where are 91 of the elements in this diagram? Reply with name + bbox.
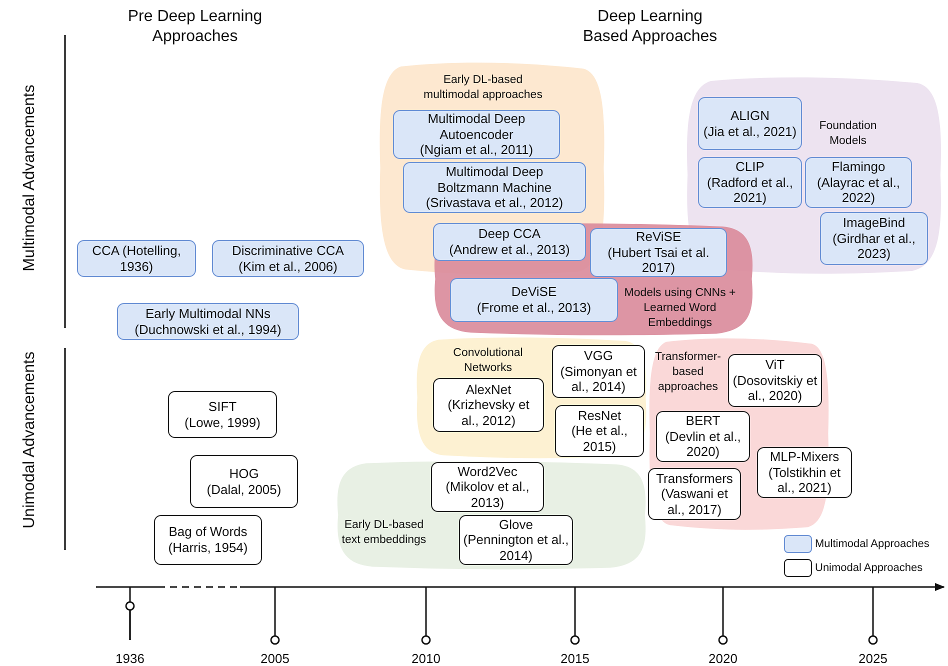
multimodal-method-box [805,157,912,208]
region-label: Foundation Models [818,119,878,149]
method-name: BERT [686,413,720,429]
column-heading: Pre Deep Learning Approaches [126,7,264,47]
method-name: Flamingo [832,159,886,175]
year-label: 2020 [708,651,738,666]
method-name: CCA (Hotelling, 1936) [91,242,182,274]
region-label: Early DL-based multimodal approaches [422,73,544,103]
method-name: VGG [584,348,613,364]
column-heading: Deep Learning Based Approaches [582,7,718,47]
citation: (Tolstikhin et al., 2021) [767,464,842,496]
citation: (Mikolov et al., 2013) [444,479,530,510]
method-name: HOG [229,466,259,482]
shaded-region [415,336,648,459]
multimodal-method-box [117,303,299,340]
multimodal-method-box [450,278,618,322]
unimodal-method-box [757,447,852,498]
method-name: AlexNet [466,382,512,398]
method-name: ImageBind [842,215,906,231]
method-name: SIFT [208,398,237,414]
citation: (Dalal, 2005) [206,482,282,498]
citation: (Simonyan et al., 2014) [559,364,638,395]
region-label: Convolutional Networks [452,346,524,376]
method-name: CLIP [736,159,764,175]
year-label: 2010 [410,651,442,666]
method-name: ReViSE [636,229,682,245]
multimodal-method-box [820,212,928,265]
unimodal-method-box [555,405,644,457]
citation: (Kim et al., 2006) [238,258,338,274]
unimodal-method-box [431,462,544,512]
citation: (Devlin et al., 2020) [664,428,742,460]
method-name: Deep CCA [478,226,541,242]
method-name: ResNet [578,408,622,424]
unimodal-method-box [190,455,298,508]
method-name: DeViSE [511,284,557,300]
method-name: Early Multimodal NNs [146,306,270,322]
unimodal-method-box [154,515,262,565]
method-name: ALIGN [730,108,770,124]
citation: (Duchnowski et al., 1994) [134,322,282,338]
unimodal-method-box [656,411,750,462]
citation: (Ngiam et al., 2011) [420,142,534,158]
method-name: Multimodal Deep Autoencoder [426,111,526,142]
unimodal-method-box [648,468,741,520]
row-heading: Multimodal Advancements [20,84,39,274]
legend-label: Unimodal Approaches [815,562,923,574]
citation: (Girdhar et al., 2023) [831,230,917,262]
citation: (Andrew et al., 2013) [449,242,570,258]
region-label: Models using CNNs + Learned Word Embeddings [624,286,736,331]
multimodal-method-box [393,110,560,159]
unimodal-method-box [552,345,645,398]
method-name: Glove [499,516,533,532]
year-label: 2025 [858,651,888,666]
shaded-region [335,460,648,570]
citation: (Pennington et al., 2014) [462,532,570,564]
citation: (Krizhevsky et al., 2012) [446,397,530,428]
method-name: Discriminative CCA [232,242,344,258]
citation: (Harris, 1954) [168,540,248,556]
legend-label: Multimodal Approaches [815,538,930,550]
citation: (Alayrac et al., 2022) [816,174,902,206]
citation: (Radford et al., 2021) [706,174,794,206]
method-name: MLP-Mixers [770,449,840,465]
unimodal-method-box [459,515,573,565]
method-name: Transformers [656,470,733,486]
year-label: 1936 [114,651,146,666]
year-label: 2005 [260,651,290,666]
method-name: ViT [765,357,785,373]
citation: (Jia et al., 2021) [703,124,797,140]
multimodal-method-box [433,223,586,261]
region-label: Early DL-based text embeddings [340,518,428,548]
citation: (He et al., 2015) [570,423,629,454]
multimodal-method-box [698,157,802,208]
citation: (Vaswani et al., 2017) [660,486,729,518]
year-label: 2015 [560,651,590,666]
citation: (Srivastava et al., 2012) [426,195,564,211]
multimodal-method-box [403,162,586,213]
citation: (Dosovitskiy et al., 2020) [732,372,818,404]
citation: (Lowe, 1999) [184,414,260,430]
unimodal-method-box [168,391,277,438]
multimodal-method-box [212,240,364,277]
unimodal-method-box [728,354,822,407]
multimodal-method-box [698,97,802,150]
method-name: Multimodal Deep Boltzmann Machine [436,164,553,196]
multimodal-method-box [77,240,196,277]
citation: (Hubert Tsai et al. 2017) [606,244,710,276]
method-name: Bag of Words [168,524,248,540]
citation: (Frome et al., 2013) [476,300,592,316]
multimodal-method-box [590,228,727,277]
region-label: Transformer-based approaches [654,350,722,395]
method-name: Word2Vec [458,464,518,480]
unimodal-method-box [433,378,544,432]
row-heading: Unimodal Advancements [20,350,39,530]
